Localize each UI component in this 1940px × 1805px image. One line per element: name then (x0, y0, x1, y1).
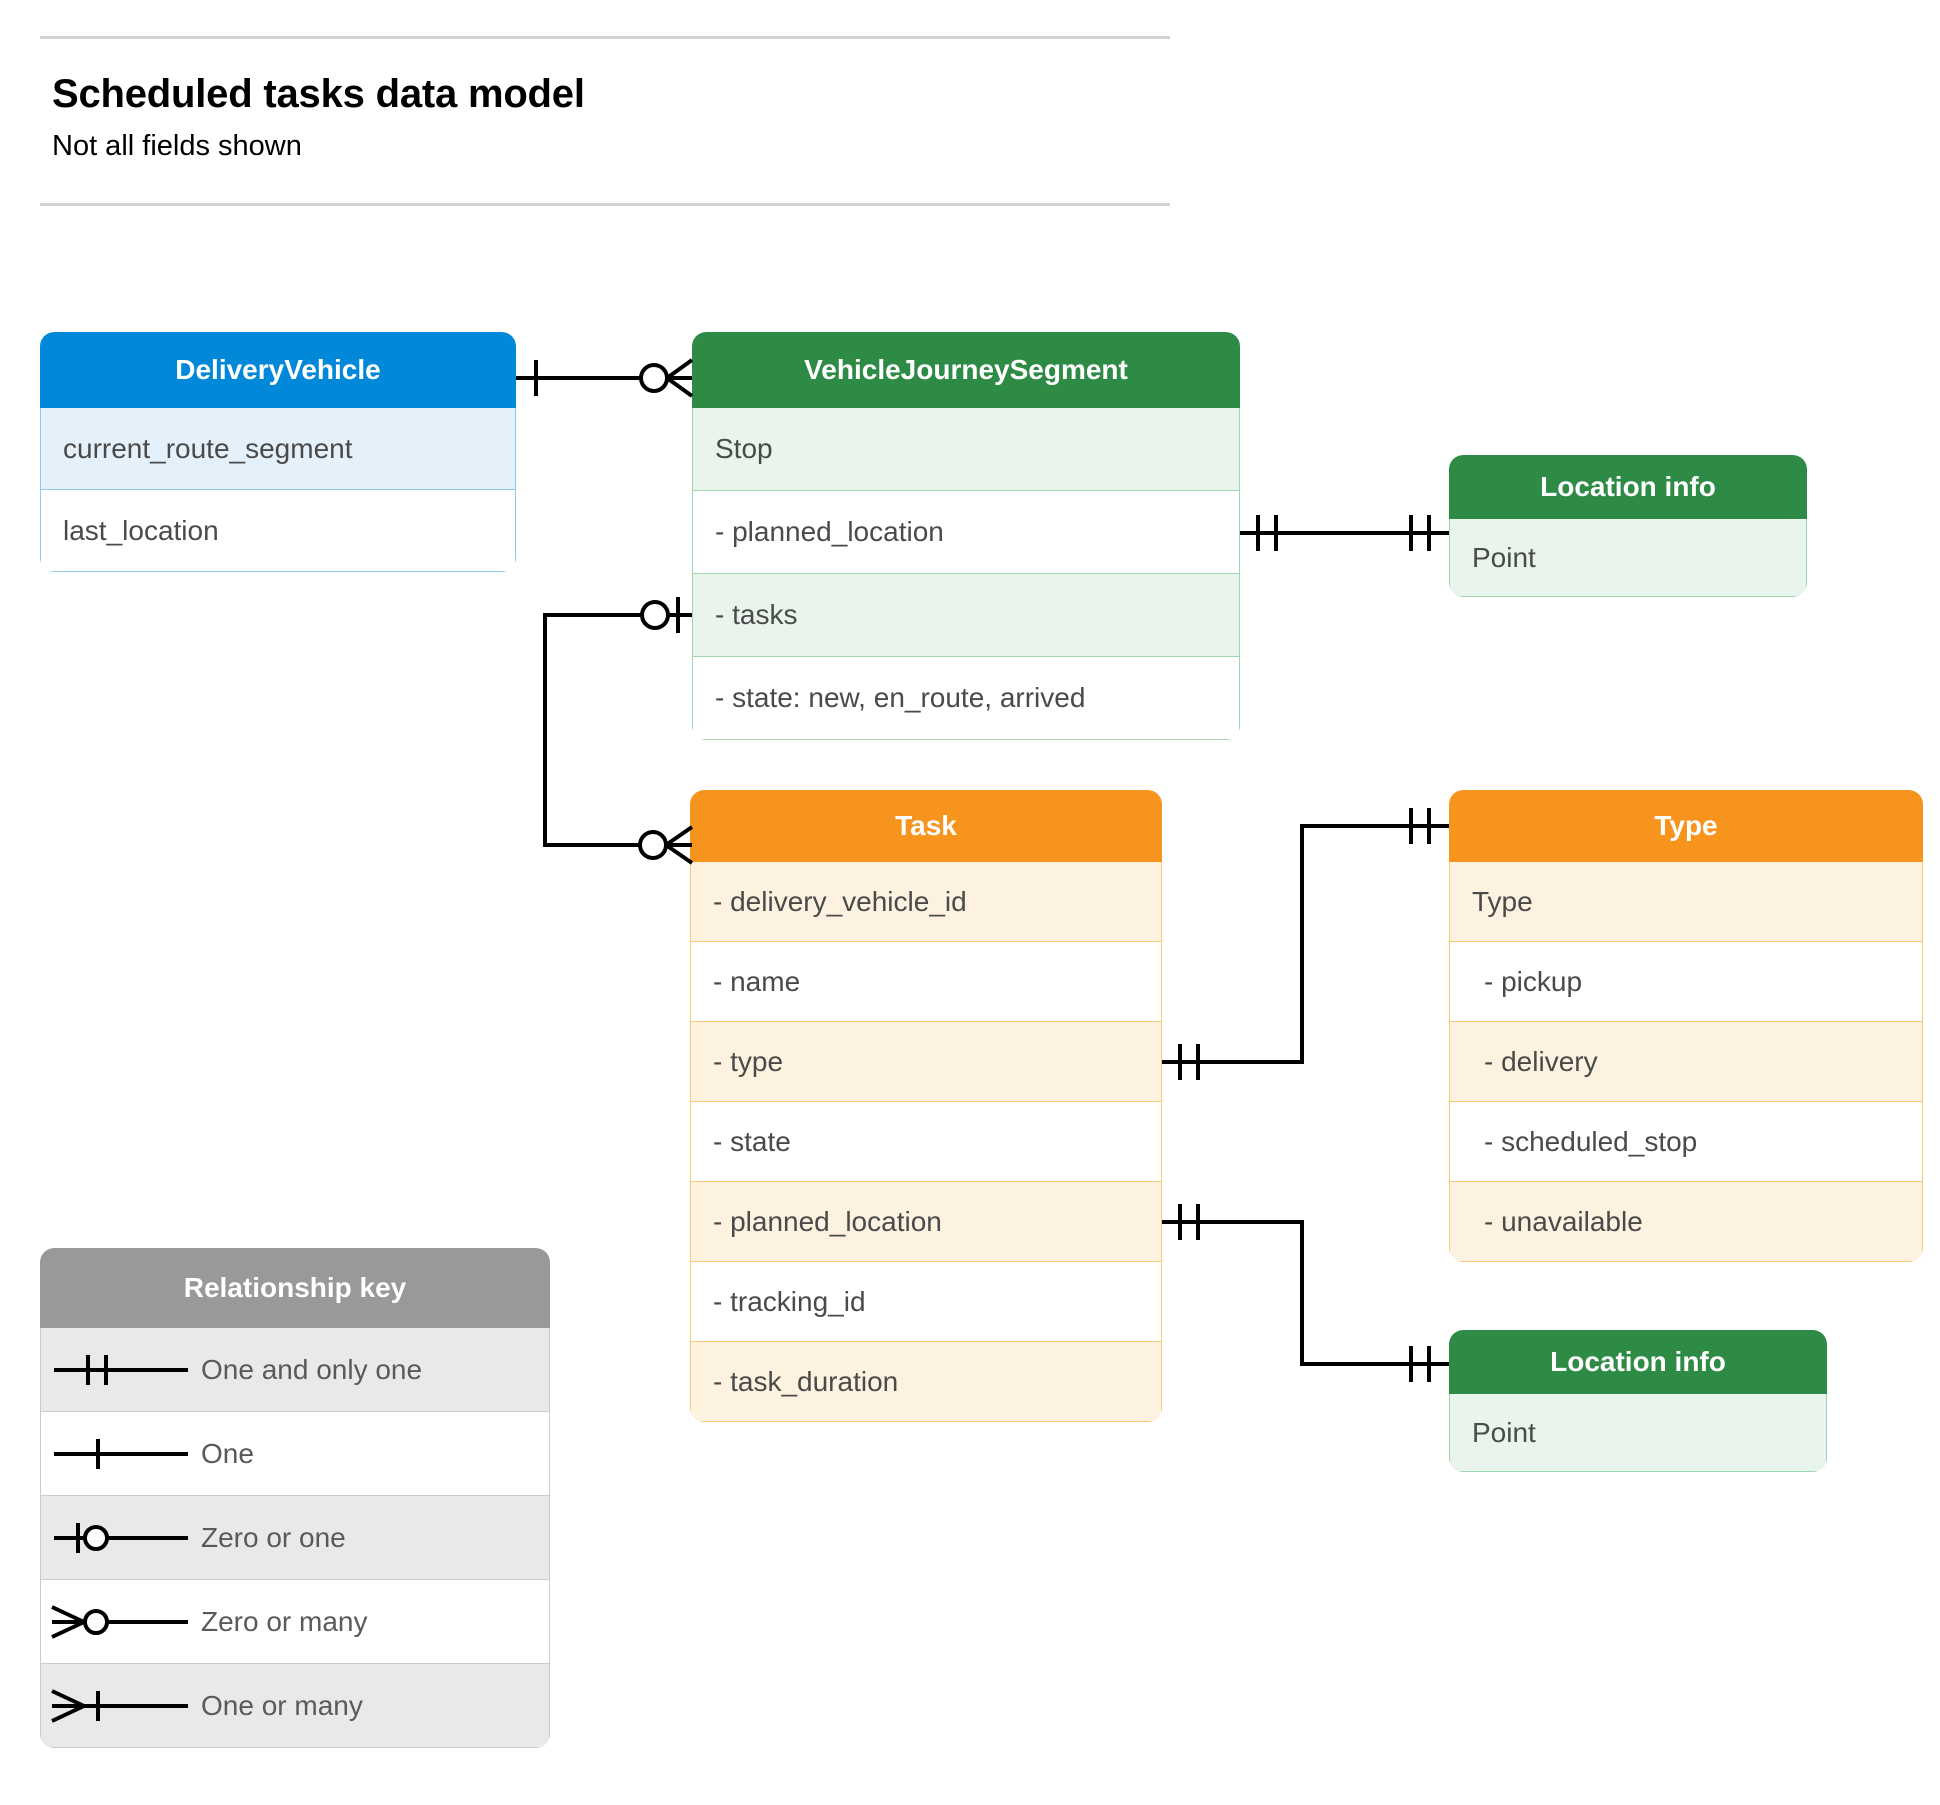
field-location-point-top[interactable]: Point (1449, 519, 1807, 597)
legend-item-one-and-only-one: One and only one (40, 1328, 550, 1412)
legend-label-zero-or-one: Zero or one (201, 1521, 346, 1553)
header-divider-bottom (40, 203, 1170, 206)
one-and-only-one-icon (41, 1350, 201, 1390)
one-icon (41, 1434, 201, 1474)
relationship-vjs-tasks-to-task (543, 597, 694, 865)
field-vjs-planned-location[interactable]: - planned_location (692, 491, 1240, 574)
field-location-point-bottom[interactable]: Point (1449, 1394, 1827, 1472)
legend-label-one-or-many: One or many (201, 1689, 363, 1721)
relationship-deliveryvehicle-to-vjs (516, 358, 694, 398)
entity-title-type: Type (1449, 790, 1923, 862)
field-stop[interactable]: Stop (692, 408, 1240, 491)
legend-item-zero-or-many: Zero or many (40, 1580, 550, 1664)
relationship-task-type-to-type (1162, 808, 1449, 1080)
legend-title: Relationship key (40, 1248, 550, 1328)
entity-title-location-info-bottom: Location info (1449, 1330, 1827, 1394)
legend-label-zero-or-many: Zero or many (201, 1605, 368, 1637)
page-title: Scheduled tasks data model (52, 72, 585, 116)
entity-title-location-info-top: Location info (1449, 455, 1807, 519)
legend-item-zero-or-one: Zero or one (40, 1496, 550, 1580)
field-task-delivery-vehicle-id[interactable]: - delivery_vehicle_id (690, 862, 1162, 942)
field-type-scheduled-stop[interactable]: - scheduled_stop (1449, 1102, 1923, 1182)
entity-task[interactable]: Task - delivery_vehicle_id - name - type… (690, 790, 1162, 1422)
zero-or-many-icon (41, 1602, 201, 1642)
entity-delivery-vehicle[interactable]: DeliveryVehicle current_route_segment la… (40, 332, 516, 572)
entity-vehicle-journey-segment[interactable]: VehicleJourneySegment Stop - planned_loc… (692, 332, 1240, 740)
relationship-vjs-planned-location-to-location-info (1240, 515, 1449, 551)
legend-label-one-and-only-one: One and only one (201, 1353, 423, 1385)
page-subtitle: Not all fields shown (52, 130, 302, 162)
entity-title-task: Task (690, 790, 1162, 862)
field-type-pickup[interactable]: - pickup (1449, 942, 1923, 1022)
relationship-key-legend: Relationship key One and only one One (40, 1248, 550, 1748)
relationship-task-planned-location-to-location-info (1162, 1204, 1449, 1382)
field-task-name[interactable]: - name (690, 942, 1162, 1022)
field-task-task-duration[interactable]: - task_duration (690, 1342, 1162, 1422)
entity-title-vehicle-journey-segment: VehicleJourneySegment (692, 332, 1240, 408)
legend-item-one: One (40, 1412, 550, 1496)
field-last-location[interactable]: last_location (40, 490, 516, 572)
zero-or-one-icon (41, 1518, 201, 1558)
field-vjs-tasks[interactable]: - tasks (692, 574, 1240, 657)
field-task-tracking-id[interactable]: - tracking_id (690, 1262, 1162, 1342)
field-current-route-segment[interactable]: current_route_segment (40, 408, 516, 490)
field-type-delivery[interactable]: - delivery (1449, 1022, 1923, 1102)
field-type-header[interactable]: Type (1449, 862, 1923, 942)
entity-location-info-bottom[interactable]: Location info Point (1449, 1330, 1827, 1472)
one-or-many-icon (41, 1686, 201, 1726)
entity-title-delivery-vehicle: DeliveryVehicle (40, 332, 516, 408)
entity-location-info-top[interactable]: Location info Point (1449, 455, 1807, 597)
header-divider-top (40, 36, 1170, 39)
field-task-planned-location[interactable]: - planned_location (690, 1182, 1162, 1262)
entity-type[interactable]: Type Type - pickup - delivery - schedule… (1449, 790, 1923, 1262)
field-task-type[interactable]: - type (690, 1022, 1162, 1102)
field-type-unavailable[interactable]: - unavailable (1449, 1182, 1923, 1262)
legend-item-one-or-many: One or many (40, 1664, 550, 1748)
field-task-state[interactable]: - state (690, 1102, 1162, 1182)
legend-label-one: One (201, 1437, 254, 1469)
field-vjs-state[interactable]: - state: new, en_route, arrived (692, 657, 1240, 740)
